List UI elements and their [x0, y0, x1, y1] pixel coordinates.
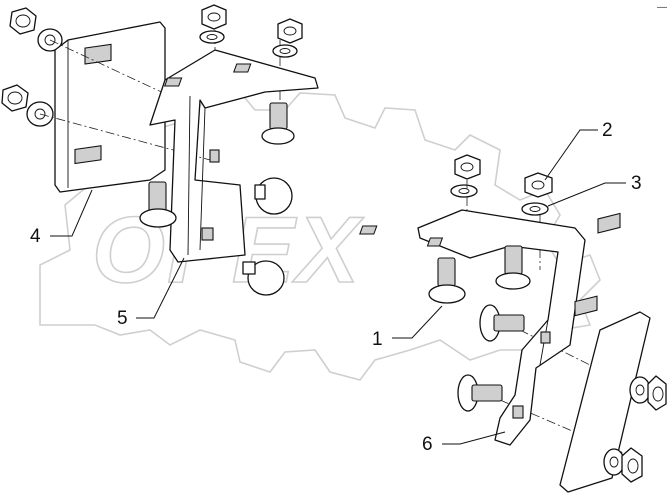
callout-label-3: 3	[631, 173, 642, 194]
leader-line-4	[50, 189, 93, 237]
carriage-bolt-right-4	[457, 374, 503, 412]
washer-part-3	[521, 202, 549, 216]
carriage-bolt-part-1	[428, 257, 466, 304]
leader-line-5	[136, 257, 185, 319]
callout-label-6: 6	[422, 434, 433, 455]
nut-right-3	[621, 447, 643, 483]
washer-right-assembly-1	[450, 184, 478, 198]
bracket-part-6	[359, 209, 586, 446]
carriage-bolt-left-1	[261, 102, 295, 145]
nut-right-assembly-1	[454, 154, 481, 180]
round-head-bolt-1	[254, 177, 293, 215]
plate-part-4	[54, 21, 166, 193]
washer-right-3	[603, 448, 625, 476]
nut-right-2	[647, 375, 667, 411]
carriage-bolt-right-2	[495, 245, 531, 290]
round-head-bolt-2	[242, 260, 285, 296]
callout-label-1: 1	[372, 329, 383, 350]
nut-left-assembly-2	[277, 18, 303, 44]
carriage-bolt-right-3	[479, 304, 525, 342]
nut-left-assembly-1	[201, 4, 227, 30]
left-nut-top	[9, 7, 37, 35]
plate-right	[559, 212, 651, 493]
callout-label-2: 2	[602, 120, 613, 141]
left-nut-bottom	[1, 84, 29, 112]
callout-label-5: 5	[117, 308, 128, 329]
washer-right-2	[629, 376, 651, 404]
washer-left-assembly-1	[199, 30, 225, 44]
washer-left-assembly-2	[272, 44, 298, 58]
leader-line-1	[392, 305, 443, 339]
centerline	[39, 113, 211, 161]
leader-line-2	[544, 129, 598, 181]
corner-mark: —	[657, 2, 667, 13]
leader-line-3	[547, 182, 626, 207]
bracket-part-5	[149, 49, 319, 263]
carriage-bolt-left-2	[139, 181, 177, 228]
leader-line-6	[442, 431, 506, 445]
callout-label-4: 4	[30, 226, 41, 247]
